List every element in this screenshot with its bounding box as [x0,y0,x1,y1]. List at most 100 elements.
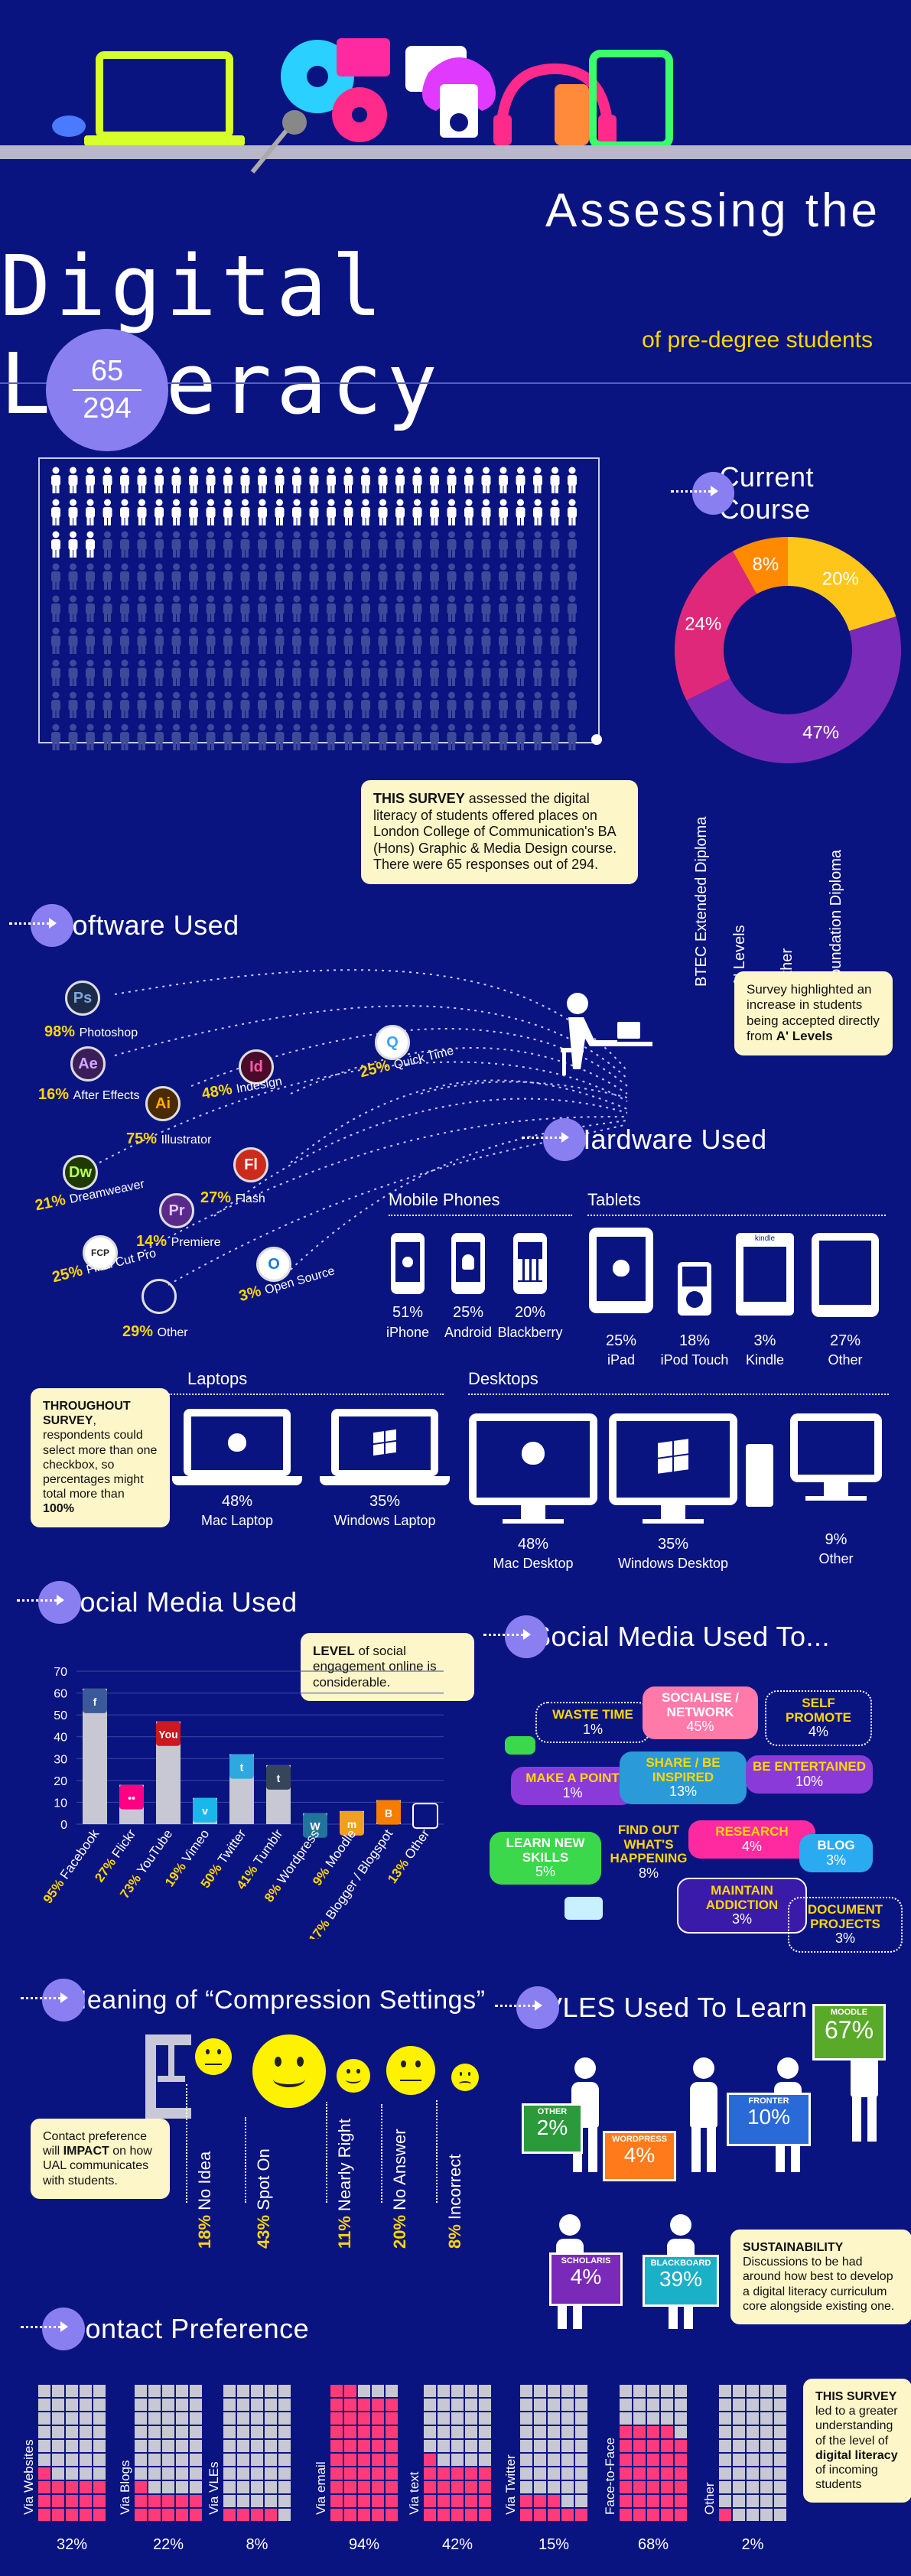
contact-cell [80,2399,92,2411]
person-icon [292,563,301,590]
person-icon [258,563,267,590]
contact-cell [733,2495,745,2507]
contact-cell [38,2440,50,2452]
contact-cell [548,2495,560,2507]
person-icon [68,724,78,750]
compression-label: 18% No Idea [195,2152,215,2249]
donut-slice [733,537,788,594]
contact-pct: 32% [56,2536,88,2553]
person-icon [137,595,147,622]
contact-cell [265,2440,277,2452]
social-used-note: LEVEL of social engagement online is con… [301,1633,474,1702]
contact-cell [330,2509,343,2521]
person-icon [499,467,508,493]
contact-cell [344,2481,356,2493]
person-icon [240,627,250,654]
contact-cell [774,2454,786,2466]
social-used-note-bold: LEVEL [313,1644,355,1658]
contact-cell [760,2481,773,2493]
contact-cell [358,2440,370,2452]
vle-pct: 10% [747,2105,791,2129]
apple-logo-icon [402,1257,413,1267]
contact-cell [344,2426,356,2438]
software-photoshop-icon: Ps [65,981,100,1016]
contact-cell [66,2412,78,2425]
donut-slice [675,551,757,701]
person-icon [516,499,525,525]
contact-cell [661,2385,673,2397]
face-mouth [346,2076,361,2083]
person-icon [481,531,491,558]
software-quick-time-icon: Q [375,1025,410,1060]
contact-cell [93,2385,106,2397]
person-icon [155,595,164,622]
person-icon [568,595,577,622]
contact-cell [135,2385,147,2397]
person-icon [516,627,525,654]
title-line3: of pre-degree students [642,327,873,353]
contact-cell [52,2454,64,2466]
contact-cell [760,2399,773,2411]
contact-cell [38,2481,50,2493]
mobile-title: Mobile Phones [389,1190,500,1209]
contact-cell [424,2454,436,2466]
apple-logo-icon [228,1433,246,1452]
contact-cell [520,2481,532,2493]
person-icon [361,531,370,558]
contact-cell [719,2385,731,2397]
vle-pct: 39% [659,2267,703,2291]
contact-cell [424,2509,436,2521]
person-icon [568,563,577,590]
contact-cell [93,2426,106,2438]
contact-cell [162,2412,174,2425]
person-icon [68,499,78,525]
contact-cell [190,2385,202,2397]
person-icon [550,659,560,686]
face-eye [206,2049,210,2055]
contact-cell [223,2399,236,2411]
desktop-stand [824,1482,848,1496]
contact-cell [265,2399,277,2411]
contact-cell [162,2440,174,2452]
person-icon [481,627,491,654]
person-icon [447,724,457,750]
contact-cell [661,2467,673,2480]
person-icon [240,531,250,558]
software-label: 16% After Effects [38,1086,139,1104]
person-icon [102,563,112,590]
desktop-screen [617,1421,730,1498]
person-icon [499,724,508,750]
laptops-title-line [168,1394,444,1395]
person-icon [189,531,198,558]
person-icon [258,467,267,493]
person-icon [275,595,285,622]
person-icon [189,563,198,590]
person-icon [309,467,319,493]
bar-logo-icon [303,1813,327,1838]
contact-cell [451,2467,464,2480]
contact-note-text1: led to a greater understanding of the le… [815,2405,898,2448]
section-current-course: Current Course [671,461,911,525]
contact-name: Via Websites [21,2439,36,2515]
person-icon [533,724,542,750]
person-icon [155,531,164,558]
contact-cell [52,2509,64,2521]
person-icon [447,531,457,558]
contact-cell [575,2495,587,2507]
person-icon [137,563,147,590]
contact-cell [278,2412,291,2425]
contact-cell [358,2399,370,2411]
face-eye [401,2060,406,2068]
person-icon [447,627,457,654]
contact-cell [733,2454,745,2466]
windows-pane [386,1441,396,1454]
bar-logo-glyph: f [93,1696,97,1708]
person-icon [412,691,422,718]
contact-cell [438,2385,450,2397]
bubble-text: MAINTAIN ADDICTION [705,1883,779,1912]
current-course-dot [671,472,735,515]
person-icon [137,467,147,493]
person-icon [499,595,508,622]
